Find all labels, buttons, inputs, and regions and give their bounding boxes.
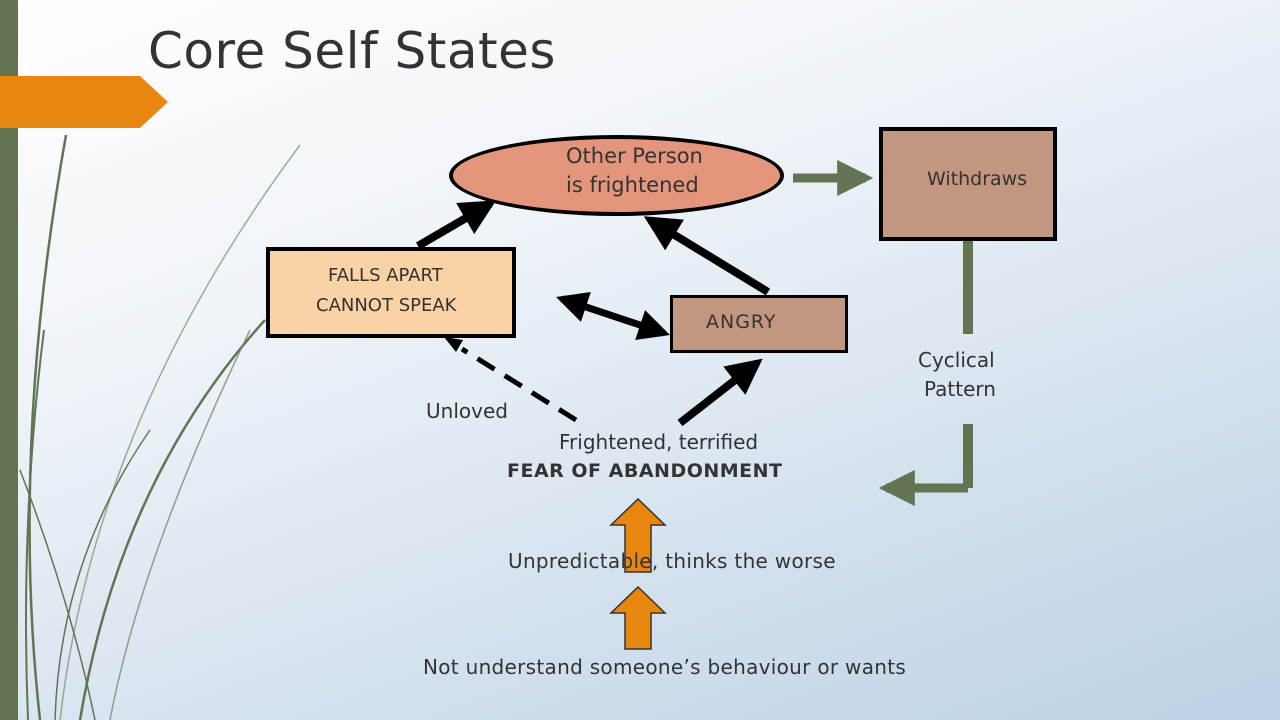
arrow-frightened-to-angry: [677, 358, 763, 427]
angry-node: ANGRY: [670, 295, 848, 353]
up-arrow-icon-1: [609, 497, 667, 573]
sidebar-accent-bar: [0, 0, 18, 720]
dashed-unloved-line: [460, 346, 578, 423]
slide-title: Core Self States: [148, 22, 556, 80]
other-person-label-line1: Other Person: [566, 144, 703, 168]
other-person-label-line2: is frightened: [566, 173, 699, 197]
grass-decoration: [19, 134, 301, 720]
falls-apart-label-line2: CANNOT SPEAK: [316, 295, 457, 316]
up-arrow-icon-2: [609, 585, 667, 650]
unloved-label: Unloved: [426, 399, 508, 423]
unpredictable-label: Unpredictable, thinks the worse: [508, 549, 836, 573]
angry-label: ANGRY: [706, 311, 777, 333]
cyclical-label-line2: Pattern: [924, 377, 996, 401]
arrow-falls-to-other: [415, 200, 497, 250]
dashed-unloved-head: [444, 337, 463, 352]
arrow-falls-angry: [556, 292, 670, 340]
frightened-label: Frightened, terrified: [559, 430, 759, 454]
not-understand-label: Not understand someone’s behaviour or wa…: [423, 655, 907, 679]
other-person-node: Other Person is frightened: [449, 135, 784, 216]
title-tab-arrow: [0, 76, 168, 128]
arrow-angry-to-other: [643, 216, 771, 296]
withdraws-node: Withdraws: [879, 127, 1057, 241]
falls-apart-node: FALLS APART CANNOT SPEAK: [266, 247, 516, 338]
withdraws-label: Withdraws: [927, 168, 1028, 190]
cyclical-label-line1: Cyclical: [918, 348, 995, 372]
fear-of-abandonment-label: FEAR OF ABANDONMENT: [507, 460, 783, 482]
falls-apart-label-line1: FALLS APART: [328, 265, 443, 286]
